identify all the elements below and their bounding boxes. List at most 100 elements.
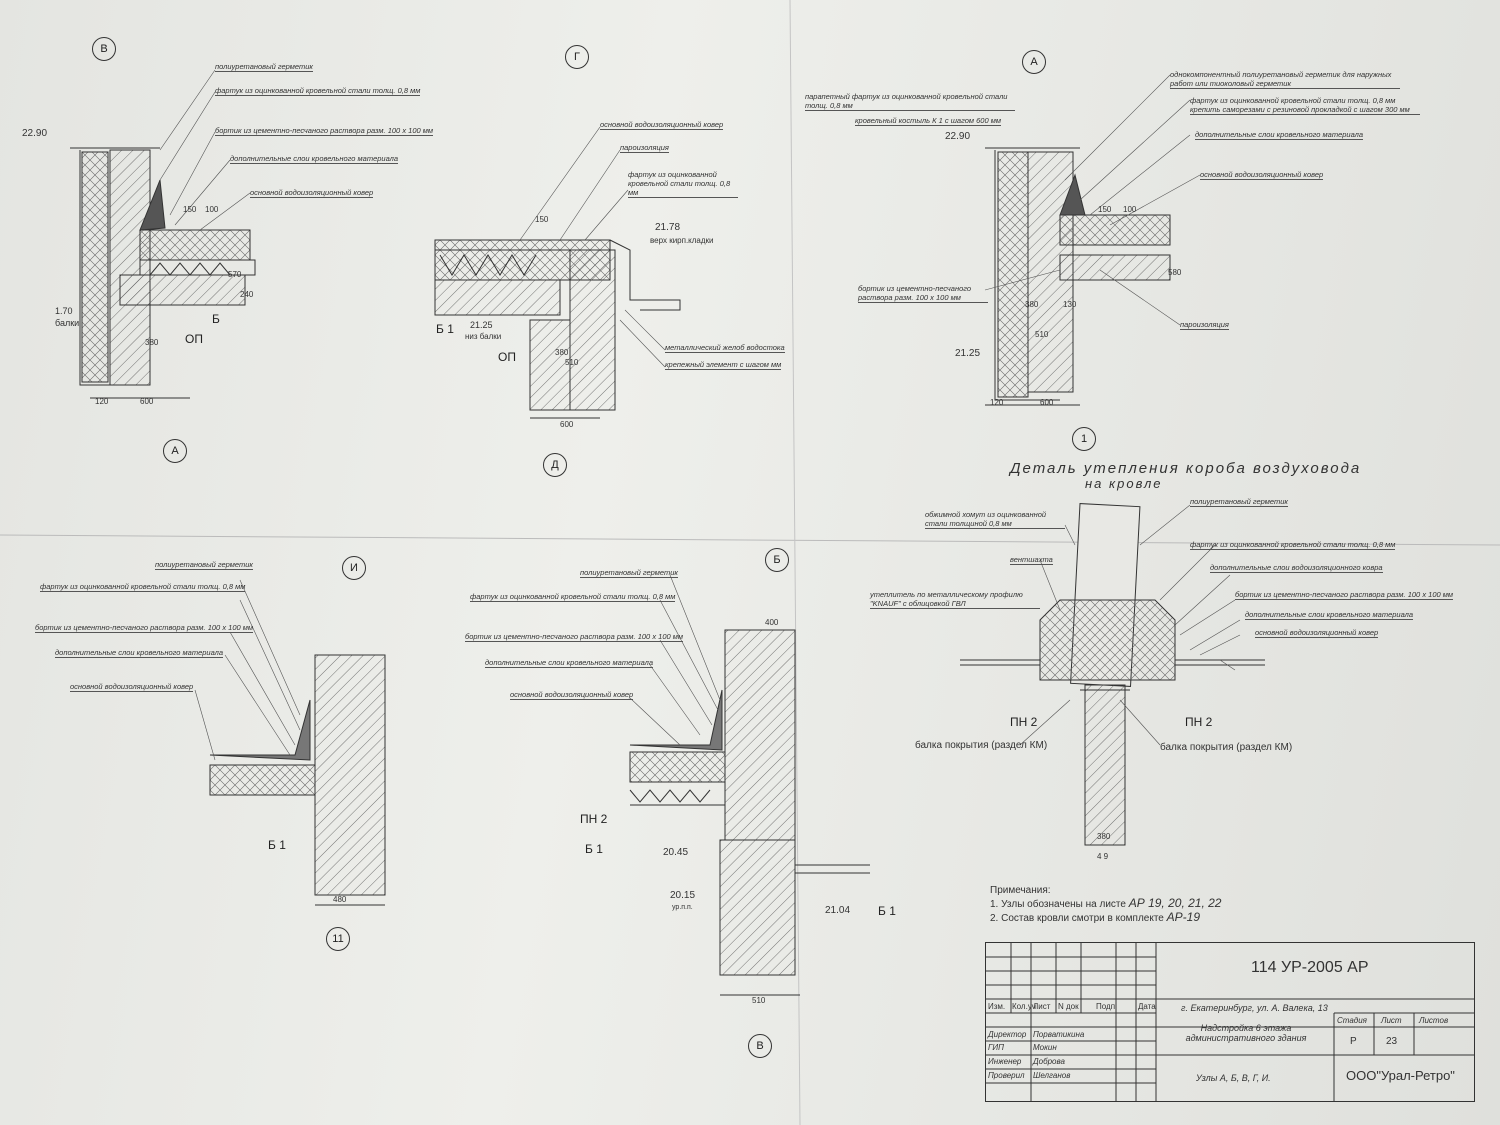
dimension: 510 xyxy=(565,358,579,367)
axis-marker: 1 xyxy=(1072,427,1096,451)
detail-marker-g: Г xyxy=(565,45,589,69)
dimension: 380 xyxy=(555,348,569,357)
dimension: 150 xyxy=(183,205,197,214)
callout: полиуретановый герметик xyxy=(155,560,253,570)
detail-marker-i: И xyxy=(342,556,366,580)
dimension: 510 xyxy=(752,996,766,1005)
dimension: 130 xyxy=(1063,300,1077,309)
role: Директор xyxy=(988,1030,1027,1039)
dimension: 100 xyxy=(1123,205,1137,214)
level-mark: 22.90 xyxy=(945,131,971,142)
callout: бортик из цементно-песчаного раствора ра… xyxy=(465,632,684,642)
axis-marker: 4 9 xyxy=(1097,852,1109,861)
sheets-header: Листов xyxy=(1419,1016,1449,1025)
callout: бортик из цементно-песчаного раствора ра… xyxy=(215,126,434,136)
callout: фартук из оцинкованной кровельной стали … xyxy=(470,592,676,602)
dimension: 570 xyxy=(228,270,242,279)
callout: фартук из оцинкованной кровельной стали … xyxy=(1190,96,1420,115)
dimension: 600 xyxy=(560,420,574,429)
title-block: Изм. Кол.уч Лист N док Подп. Дата Директ… xyxy=(985,942,1475,1102)
detail-marker-v: В xyxy=(92,37,116,61)
callout: дополнительные слои водоизоляционного ко… xyxy=(1210,563,1383,573)
axis-marker: 11 xyxy=(326,927,350,951)
callout: бортик из цементно-песчаного раствора ра… xyxy=(858,284,988,303)
callout: основной водоизоляционный ковер xyxy=(600,120,724,130)
callout: пароизоляция xyxy=(1180,320,1229,330)
level-mark: 21.78 xyxy=(655,222,681,233)
axis-marker: А xyxy=(163,439,187,463)
callout: полиуретановый герметик xyxy=(1190,497,1288,507)
dimension: 120 xyxy=(95,397,109,406)
role: ГИП xyxy=(988,1043,1004,1052)
level-note: верх кирп.кладки xyxy=(650,236,714,245)
callout: фартук из оцинкованной кровельной стали … xyxy=(215,86,421,96)
dimension: 380 xyxy=(1097,832,1111,841)
sheet-number: 23 xyxy=(1386,1036,1398,1047)
level-mark: 1.70 xyxy=(55,306,73,316)
role: Проверил xyxy=(988,1071,1025,1080)
element-tag: Б 1 xyxy=(585,842,603,856)
detail-subtitle: на кровле xyxy=(1085,476,1163,491)
dimension: 580 xyxy=(1168,268,1182,277)
person-name: Порватикина xyxy=(1033,1030,1085,1039)
dimension: 600 xyxy=(140,397,154,406)
callout: крепежный элемент с шагом мм xyxy=(665,360,782,370)
sheet-header: Лист xyxy=(1381,1016,1402,1025)
col-header: Кол.уч xyxy=(1012,1002,1036,1011)
duct-detail-section xyxy=(960,503,1265,846)
person-name: Доброва xyxy=(1033,1057,1065,1066)
element-tag: ПН 2 xyxy=(1185,715,1213,729)
callout: основной водоизоляционный ковер xyxy=(1200,170,1324,180)
note-1-handwritten: АР 19, 20, 21, 22 xyxy=(1128,896,1222,910)
note-1: 1. Узлы обозначены на листе xyxy=(990,899,1126,910)
note-2: 2. Состав кровли смотри в комплекте xyxy=(990,913,1164,924)
address: г. Екатеринбург, ул. А. Валека, 13 xyxy=(1181,1003,1328,1013)
dimension: 100 xyxy=(205,205,219,214)
callout: бортик из цементно-песчаного раствора ра… xyxy=(35,623,254,633)
callout: основной водоизоляционный ковер xyxy=(70,682,194,692)
callout: металлический желоб водостока xyxy=(665,343,785,353)
element-tag: ОП xyxy=(185,332,203,346)
level-mark: 21.04 xyxy=(825,905,851,916)
col-header: Подп. xyxy=(1096,1002,1118,1011)
note-2-handwritten: АР-19 xyxy=(1166,910,1201,924)
element-tag: ПН 2 xyxy=(580,812,608,826)
callout: дополнительные слои кровельного материал… xyxy=(1195,130,1364,140)
callout: дополнительные слои кровельного материал… xyxy=(55,648,224,658)
axis-marker: В xyxy=(748,1034,772,1058)
callout: вентшахта xyxy=(1010,555,1053,565)
callout: фартук из оцинкованной кровельной стали … xyxy=(1190,540,1396,550)
dimension: 380 xyxy=(145,338,159,347)
callout: фартук из оцинкованной кровельной стали … xyxy=(628,170,738,198)
element-tag: ПН 2 xyxy=(1010,715,1038,729)
callout: дополнительные слои кровельного материал… xyxy=(1245,610,1414,620)
axis-marker: Д xyxy=(543,453,567,477)
element-tag: Б 1 xyxy=(878,904,896,918)
detail-marker-a: А xyxy=(1022,50,1046,74)
dimension: 510 xyxy=(1035,330,1049,339)
callout: утеплитель по металлическому профилю "KN… xyxy=(870,590,1040,609)
notes: Примечания: 1. Узлы обозначены на листе … xyxy=(990,884,1221,925)
level-note: балки xyxy=(55,318,80,328)
dimension: 600 xyxy=(1040,398,1054,407)
level-mark: 22.90 xyxy=(22,128,48,139)
callout: основной водоизоляционный ковер xyxy=(1255,628,1379,638)
callout: дополнительные слои кровельного материал… xyxy=(230,154,399,164)
dimension: 400 xyxy=(765,618,779,627)
detail-v-section xyxy=(70,147,256,399)
level-mark: 20.45 xyxy=(663,847,689,858)
callout: обжимной хомут из оцинкованной стали тол… xyxy=(925,510,1065,529)
col-header: Лист xyxy=(1033,1002,1051,1011)
callout: кровельный костыль К 1 с шагом 600 мм xyxy=(855,116,1001,126)
callout: однокомпонентный полиуретановый герметик… xyxy=(1170,70,1400,89)
callout: дополнительные слои кровельного материал… xyxy=(485,658,654,668)
callout: полиуретановый герметик xyxy=(580,568,678,578)
callout: фартук из оцинкованной кровельной стали … xyxy=(40,582,246,592)
role: Инженер xyxy=(988,1057,1022,1066)
level-mark: 21.25 xyxy=(955,348,981,359)
project-name: Надстройка 6 этажа административного зда… xyxy=(1185,1023,1307,1043)
detail-a-section xyxy=(985,147,1171,406)
callout: полиуретановый герметик xyxy=(215,62,313,72)
